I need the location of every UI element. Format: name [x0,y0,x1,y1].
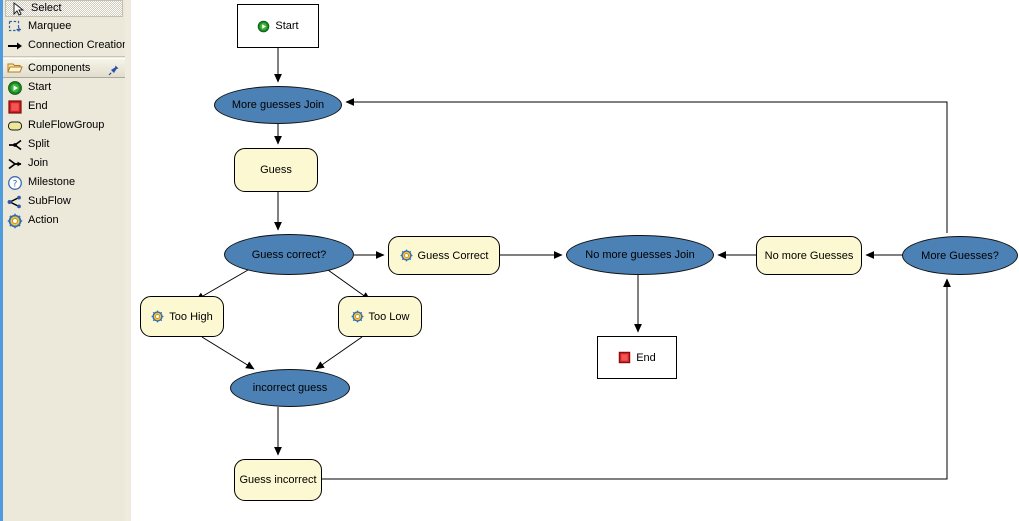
palette-item-split-label: Split [28,138,50,150]
canvas-edge [131,0,132,521]
ruleflowgroup-yellow-icon [7,118,23,134]
node-guess-incorrect-label: Guess incorrect [239,474,317,486]
arrow-right-icon [7,38,23,54]
palette-item-join-label: Join [28,157,49,169]
edge-gincorrect-to-moreq [322,278,951,480]
node-no-more-guesses-join[interactable]: No more guesses Join [566,235,714,275]
node-guess-label: Guess [260,164,292,176]
palette-tool-connection-creation[interactable]: Connection Creation [3,36,125,55]
node-guess-correct-decision-label: Guess correct? [251,248,327,261]
palette-panel: Select Marquee Connection Creation [0,0,125,521]
node-too-low-label: Too Low [368,310,410,323]
action-gear-icon [7,213,23,229]
palette-item-start-label: Start [28,81,52,93]
cursor-arrow-icon [10,1,26,17]
palette-group-components[interactable]: Components [3,58,125,78]
open-folder-icon [7,60,23,76]
join-icon [7,156,23,172]
edge-correct-to-toohigh [195,269,249,301]
node-start[interactable]: Start [237,4,319,48]
action-gear-icon [400,249,413,262]
edge-correct-to-toolow [327,269,371,301]
node-more-guesses-decision[interactable]: More Guesses? [902,236,1018,275]
palette-tool-marquee[interactable]: Marquee [3,17,125,36]
node-guess[interactable]: Guess [234,148,318,192]
subflow-icon [7,194,23,210]
action-gear-icon [151,310,164,323]
palette-item-join[interactable]: Join [3,154,125,173]
node-too-low[interactable]: Too Low [338,296,422,337]
palette-item-subflow[interactable]: SubFlow [3,192,125,211]
palette-item-split[interactable]: Split [3,135,125,154]
start-green-play-icon [7,80,23,96]
palette-tool-marquee-label: Marquee [28,20,72,32]
node-too-high-label: Too High [169,310,213,323]
node-incorrect-guess-label: incorrect guess [252,382,328,394]
edge-moreq-to-join1 [345,98,948,233]
end-red-square-icon [7,99,23,115]
node-no-more-guesses[interactable]: No more Guesses [756,236,862,275]
edge-toolow-to-incorrect [315,336,363,370]
node-guess-correct-decision[interactable]: Guess correct? [224,234,354,275]
palette-item-end-label: End [28,100,48,112]
palette-item-milestone[interactable]: ? Milestone [3,173,125,192]
node-start-label: Start [275,20,299,32]
palette-item-ruleflowgroup-label: RuleFlowGroup [28,119,105,131]
palette-group-components-label: Components [28,62,91,74]
node-guess-correct-label: Guess Correct [417,249,489,262]
palette-item-action-label: Action [28,214,59,226]
start-green-play-icon [257,20,270,33]
diagram-canvas[interactable]: Start More guesses Join Guess Guess corr… [132,0,1019,521]
connection-layer [195,48,951,480]
marquee-icon [7,19,23,35]
palette-divider [3,56,125,57]
end-red-square-icon [618,351,631,364]
split-icon [7,137,23,153]
node-more-guesses-join-label: More guesses Join [231,99,325,111]
node-too-high[interactable]: Too High [140,296,224,337]
palette-item-action[interactable]: Action [3,211,125,230]
palette-item-end[interactable]: End [3,97,125,116]
palette-tool-select-label: Select [31,2,62,14]
edge-toohigh-to-incorrect [201,336,255,370]
node-end-label: End [636,351,656,364]
node-more-guesses-join[interactable]: More guesses Join [214,86,342,124]
pin-icon[interactable] [108,63,120,76]
node-incorrect-guess[interactable]: incorrect guess [230,369,350,407]
action-gear-icon [351,310,364,323]
node-no-more-guesses-join-label: No more guesses Join [585,249,695,261]
node-guess-correct[interactable]: Guess Correct [388,236,500,275]
node-no-more-guesses-label: No more Guesses [764,249,854,262]
palette-item-milestone-label: Milestone [28,176,76,188]
palette-item-subflow-label: SubFlow [28,195,71,207]
palette-tool-select[interactable]: Select [5,0,123,17]
node-more-guesses-decision-label: More Guesses? [921,249,999,262]
palette-item-ruleflowgroup[interactable]: RuleFlowGroup [3,116,125,135]
node-guess-incorrect[interactable]: Guess incorrect [234,459,322,501]
svg-text:?: ? [13,179,18,189]
palette-item-start[interactable]: Start [3,78,125,97]
node-end[interactable]: End [597,336,677,379]
milestone-question-icon: ? [7,175,23,191]
palette-tool-connection-creation-label: Connection Creation [28,39,125,51]
